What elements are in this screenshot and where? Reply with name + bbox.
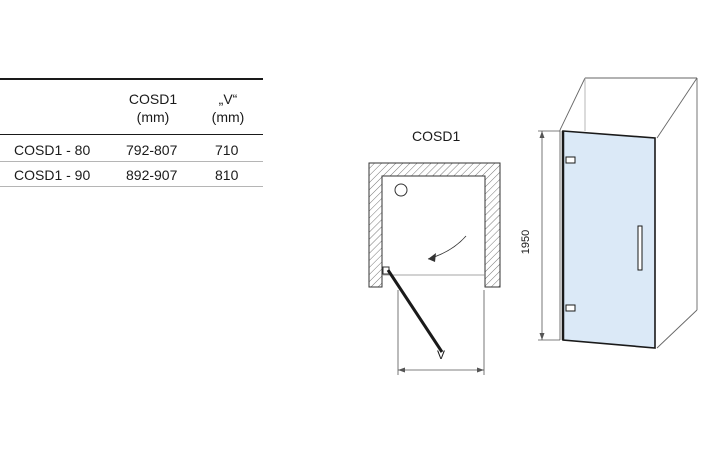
header-v: „V“ (mm) xyxy=(198,90,258,126)
door-handle xyxy=(637,225,643,271)
dimension-v-label: V xyxy=(437,348,446,362)
top-hinge xyxy=(565,156,576,164)
row-2-width: 892-907 xyxy=(126,167,178,183)
row-1-model: COSD1 - 80 xyxy=(14,142,91,158)
enclosure-bottom-right xyxy=(656,309,698,349)
perspective-view xyxy=(538,77,698,349)
row-2-model: COSD1 - 90 xyxy=(14,167,91,183)
dim-arrow-left xyxy=(398,367,405,373)
row-1-width: 792-807 xyxy=(126,142,178,158)
table-row-divider xyxy=(0,161,263,162)
plan-door xyxy=(386,269,444,353)
plan-title: COSD1 xyxy=(412,128,461,144)
row-1-v: 710 xyxy=(215,142,239,158)
header-v-label: „V“ xyxy=(218,91,238,107)
header-width-unit: (mm) xyxy=(136,109,170,125)
plan-view xyxy=(368,162,501,375)
swing-arrow-icon xyxy=(428,253,436,262)
height-dimension-label: 1950 xyxy=(520,229,533,255)
plan-walls xyxy=(368,162,501,288)
drain-icon xyxy=(394,183,408,197)
table-header-rule xyxy=(0,134,263,135)
dim-height-arrow-top xyxy=(539,131,545,138)
bottom-hinge xyxy=(565,304,576,312)
enclosure-top-left xyxy=(559,77,586,131)
table-top-rule xyxy=(0,78,263,80)
row-2-v: 810 xyxy=(215,167,239,183)
dim-arrow-right xyxy=(477,367,484,373)
enclosure-top-right xyxy=(656,77,698,139)
table-bottom-rule xyxy=(0,186,263,187)
dim-height-arrow-bottom xyxy=(539,333,545,340)
header-width: COSD1 (mm) xyxy=(122,90,184,126)
header-width-label: COSD1 xyxy=(128,91,178,107)
header-v-unit: (mm) xyxy=(211,109,245,125)
